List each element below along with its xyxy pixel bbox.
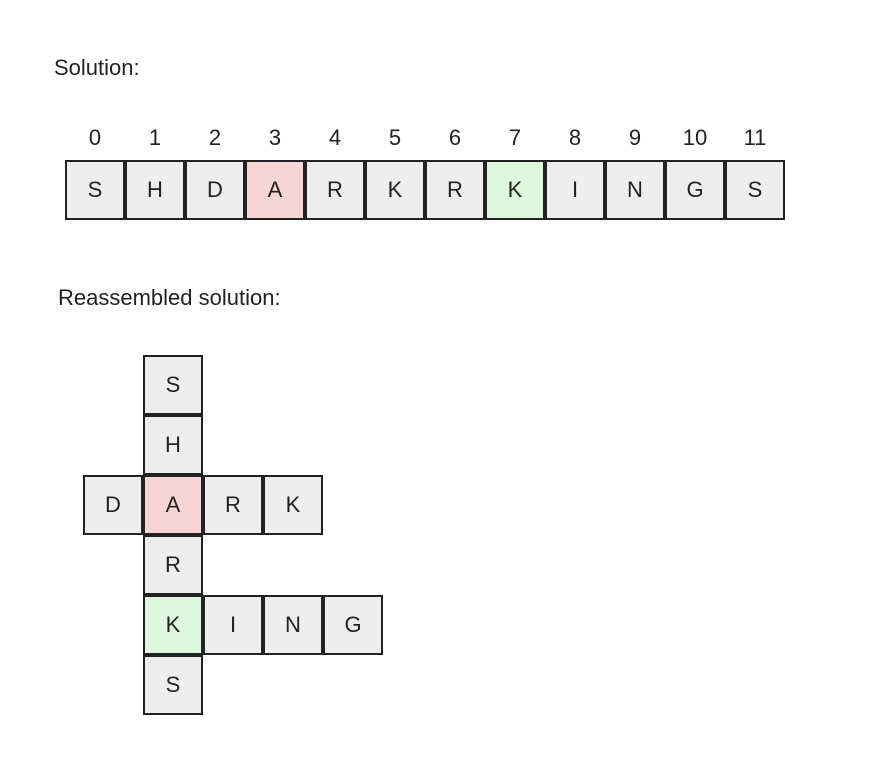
index-label: 9 <box>628 125 642 150</box>
index-label: 4 <box>328 125 342 150</box>
index-label: 2 <box>208 125 222 150</box>
index-label: 3 <box>268 125 282 150</box>
solution-heading: Solution: <box>54 55 140 80</box>
grid-cell: K <box>143 595 203 655</box>
grid-cell: N <box>263 595 323 655</box>
strip-cell: K <box>485 160 545 220</box>
grid-cell: H <box>143 415 203 475</box>
strip-cell: H <box>125 160 185 220</box>
grid-cell: S <box>143 355 203 415</box>
index-label: 7 <box>508 125 522 150</box>
grid-cell: G <box>323 595 383 655</box>
grid-cell: A <box>143 475 203 535</box>
grid-cell: D <box>83 475 143 535</box>
strip-cell: S <box>65 160 125 220</box>
grid-cell: R <box>143 535 203 595</box>
index-label: 8 <box>568 125 582 150</box>
reassembled-heading: Reassembled solution: <box>58 285 281 310</box>
strip-cell: G <box>665 160 725 220</box>
index-label: 6 <box>448 125 462 150</box>
strip-cell: R <box>305 160 365 220</box>
index-label: 5 <box>388 125 402 150</box>
strip-cell: D <box>185 160 245 220</box>
grid-cell: I <box>203 595 263 655</box>
grid-cell: K <box>263 475 323 535</box>
strip-cell: A <box>245 160 305 220</box>
grid-cell: S <box>143 655 203 715</box>
strip-cell: R <box>425 160 485 220</box>
strip-cell: K <box>365 160 425 220</box>
grid-cell: R <box>203 475 263 535</box>
index-label: 11 <box>743 125 767 150</box>
strip-cell: N <box>605 160 665 220</box>
strip-cell: I <box>545 160 605 220</box>
index-label: 0 <box>88 125 102 150</box>
strip-cell: S <box>725 160 785 220</box>
index-label: 1 <box>148 125 162 150</box>
index-label: 10 <box>682 125 708 150</box>
